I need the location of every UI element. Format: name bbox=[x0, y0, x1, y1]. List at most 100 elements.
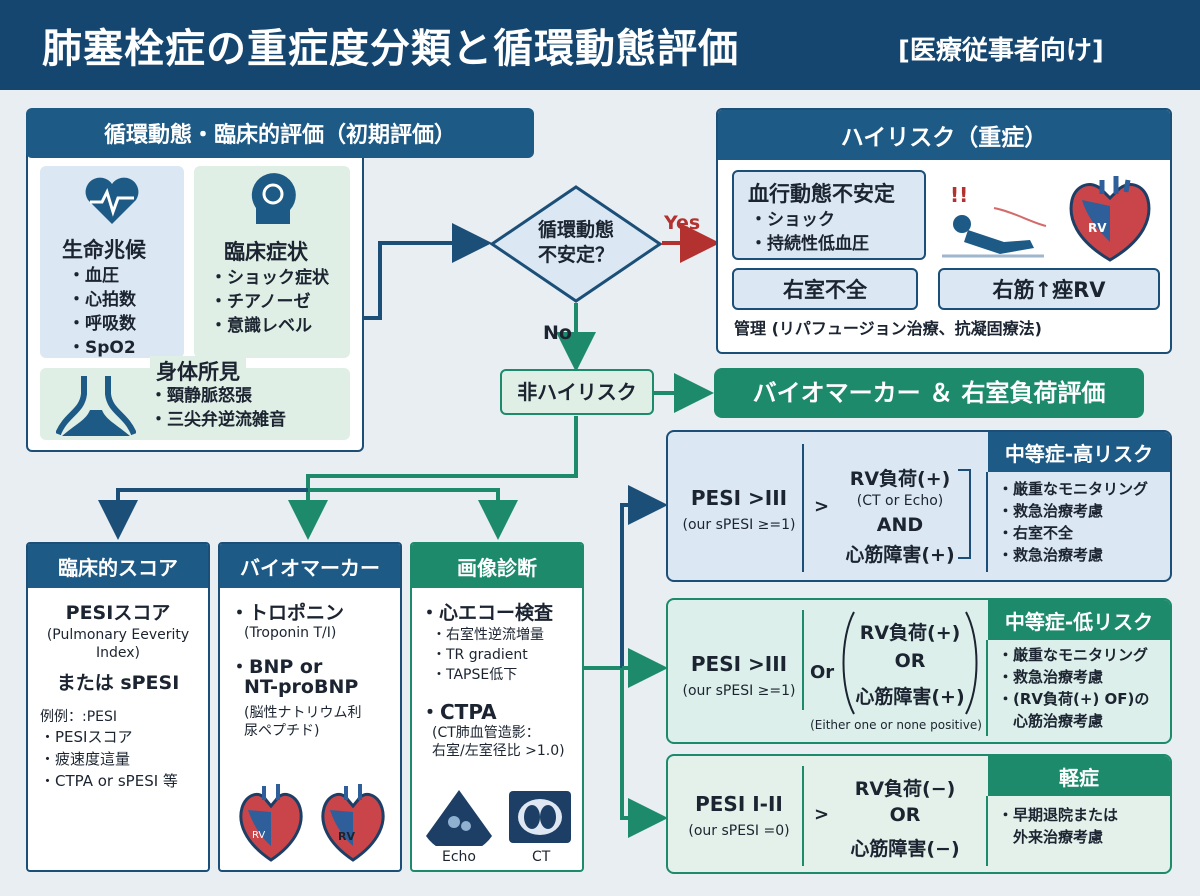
decision-diamond bbox=[490, 185, 662, 303]
heart-icon: RV bbox=[239, 784, 303, 862]
decision-question: 循環動態 不安定？ bbox=[490, 218, 662, 268]
tier2-action: ・厳重なモニタリング bbox=[998, 646, 1149, 664]
tier1-action: ・右室不全 bbox=[998, 524, 1074, 542]
tier1-action: ・厳重なモニタリング bbox=[998, 480, 1149, 498]
tier-intermediate-high: 中等症-高リスク PESI >III (our sPESI ≥=1) > RV負… bbox=[666, 430, 1172, 582]
biomarker-rv-header: バイオマーカー ＆ 右室負荷評価 bbox=[714, 368, 1144, 418]
tier3-pesi: PESI I-II bbox=[695, 792, 783, 816]
heart-rv-label: RV bbox=[1088, 221, 1107, 235]
tier2-criterion: RV負荷(+) bbox=[859, 622, 961, 644]
tier-mild: 軽症 PESI I-II (our sPESI =0) > RV負荷(−) OR… bbox=[666, 754, 1172, 874]
tier2-action: ・救急治療考慮 bbox=[998, 668, 1104, 686]
pesi-title: PESIスコア bbox=[65, 602, 171, 624]
ctpa-subtitle: (CT肺血管造影： bbox=[432, 725, 540, 741]
yes-label: Yes bbox=[664, 212, 701, 234]
symptoms-item: ・チアノーゼ bbox=[210, 292, 311, 312]
arrow-to-tier1 bbox=[620, 485, 668, 668]
tier1-action: ・救急治療考慮 bbox=[998, 546, 1104, 564]
imaging-panel: 画像診断 ・心エコー検査 ・右室性逆流増量 ・TR gradient ・TAPS… bbox=[410, 542, 584, 872]
high-risk-panel: ハイリスク（重症） 血行動態不安定 ・ショック ・持続性低血圧 !! RV 右室… bbox=[716, 108, 1172, 354]
tier3-operator: > bbox=[814, 804, 830, 825]
echo-item: ・TAPSE低下 bbox=[432, 667, 518, 683]
tier3-action: 外来治療考慮 bbox=[998, 828, 1104, 846]
vitals-item: ・呼吸数 bbox=[68, 314, 136, 334]
score-example-item: ・疲速度這量 bbox=[40, 750, 131, 768]
vitals-card: 生命兆候 ・血圧 ・心拍数 ・呼吸数 ・SpO2 bbox=[40, 166, 184, 358]
bnp-title-2: NT-proBNP bbox=[244, 676, 359, 698]
ct-label: CT bbox=[532, 849, 551, 865]
tier1-and: AND bbox=[876, 514, 924, 536]
pesi-subtitle-2: Index) bbox=[95, 645, 140, 661]
clinical-score-header: 臨床的スコア bbox=[28, 544, 208, 588]
head-brain-icon bbox=[251, 173, 296, 224]
tier2-parentheses bbox=[842, 611, 978, 715]
clinical-score-panel: 臨床的スコア PESIスコア (Pulmonary Eeverity Index… bbox=[26, 542, 210, 872]
neck-shoulder-icon bbox=[56, 376, 136, 436]
biomarker-panel: バイオマーカー ・トロポニン (Troponin T/I) ・BNP or NT… bbox=[218, 542, 402, 872]
no-label: No bbox=[543, 322, 572, 344]
bnp-subtitle-2: 尿ペプチド) bbox=[244, 723, 320, 739]
decision-line-1: 循環動態 bbox=[537, 219, 614, 241]
tier1-spesi: (our sPESI ≥=1) bbox=[682, 517, 796, 533]
tier1-operator: > bbox=[814, 496, 830, 517]
rv-failure-box: 右室不全 bbox=[732, 268, 918, 310]
tier2-or: OR bbox=[894, 650, 926, 672]
hemo-item: ・持続性低血圧 bbox=[750, 234, 869, 254]
heart-1-label: RV bbox=[252, 830, 265, 841]
tier-intermediate-low: 中等症-低リスク PESI >III (our sPESI ≥=1) Or RV… bbox=[666, 598, 1172, 744]
tier3-tag: 軽症 bbox=[988, 756, 1170, 796]
arrow-to-scores bbox=[98, 488, 308, 540]
collapsed-patient-icon: !! bbox=[942, 183, 1047, 258]
ct-image-icon bbox=[509, 791, 571, 843]
tier2-criterion-2: 心筋障害(+) bbox=[855, 686, 965, 708]
tier2-spesi: (our sPESI ≥=1) bbox=[682, 683, 796, 699]
tier1-criterion-2: 心筋障害(+) bbox=[845, 544, 955, 566]
tier3-criterion: RV負荷(−) bbox=[854, 778, 956, 800]
echo-label: Echo bbox=[442, 849, 476, 865]
heart-illustration-icon: RV bbox=[1069, 176, 1151, 262]
page-title: 肺塞栓症の重症度分類と循環動態評価 bbox=[42, 26, 739, 72]
high-risk-management: 管理 (リパフュージョン治療、抗凝固療法) bbox=[734, 319, 1042, 338]
score-example-title: 例例：:PESI bbox=[40, 709, 118, 725]
score-example-item: ・CTPA or sPESI 等 bbox=[40, 772, 178, 790]
initial-assessment-header: 循環動態・臨床的評価（初期評価） bbox=[26, 108, 534, 158]
tier1-criterion-note: (CT or Echo) bbox=[856, 493, 944, 509]
high-risk-header: ハイリスク（重症） bbox=[718, 110, 1170, 160]
exam-card: 身体所見 ・頸静脈怒張 ・三尖弁逆流雑音 bbox=[40, 356, 350, 440]
heart-icon: RV bbox=[321, 784, 385, 862]
tier2-pesi: PESI >III bbox=[690, 652, 788, 676]
tier3-action: ・早期退院または bbox=[998, 806, 1119, 824]
tier1-criterion: RV負荷(+) bbox=[849, 468, 951, 490]
tier1-pesi: PESI >III bbox=[690, 486, 788, 510]
troponin-subtitle: (Troponin T/I) bbox=[244, 625, 337, 641]
biomarker-header: バイオマーカー bbox=[220, 544, 400, 588]
tier2-action: ・(RV負荷(+) OF)の bbox=[998, 690, 1150, 708]
echo-item: ・TR gradient bbox=[432, 647, 528, 663]
tier2-action: 心筋治療考慮 bbox=[998, 712, 1104, 730]
score-example-item: ・PESIスコア bbox=[40, 728, 133, 746]
vitals-item: ・血圧 bbox=[68, 266, 119, 286]
echo-item: ・右室性逆流増量 bbox=[432, 627, 544, 643]
heart-pulse-icon bbox=[85, 177, 139, 224]
exam-item: ・三尖弁逆流雑音 bbox=[150, 410, 286, 430]
pesi-subtitle: (Pulmonary Eeverity bbox=[46, 627, 190, 643]
heart-2-label: RV bbox=[338, 830, 355, 843]
tier1-action: ・救急治療考慮 bbox=[998, 502, 1104, 520]
tier1-tag: 中等症-高リスク bbox=[988, 432, 1170, 472]
arrow-nonhigh-down bbox=[288, 416, 578, 540]
arrow-to-imaging bbox=[308, 488, 518, 540]
troponin-title: ・トロポニン bbox=[230, 602, 345, 624]
echo-image-icon bbox=[426, 790, 492, 846]
symptoms-item: ・意識レベル bbox=[210, 316, 312, 336]
spesi-title: または sPESI bbox=[56, 672, 180, 694]
tier3-criterion-2: 心筋障害(−) bbox=[850, 838, 960, 860]
echo-title: ・心エコー検査 bbox=[420, 602, 554, 624]
tier1-bracket bbox=[958, 469, 971, 559]
hemo-title: 血行動態不安定 bbox=[748, 182, 895, 206]
title-bar: 肺塞栓症の重症度分類と循環動態評価 [医療従事者向け] bbox=[0, 0, 1200, 90]
symptoms-card: 臨床症状 ・ショック症状 ・チアノーゼ ・意識レベル bbox=[194, 166, 350, 358]
page-subtitle: [医療従事者向け] bbox=[898, 36, 1104, 66]
tier2-tag: 中等症-低リスク bbox=[988, 600, 1170, 640]
svg-text:!!: !! bbox=[950, 183, 968, 207]
